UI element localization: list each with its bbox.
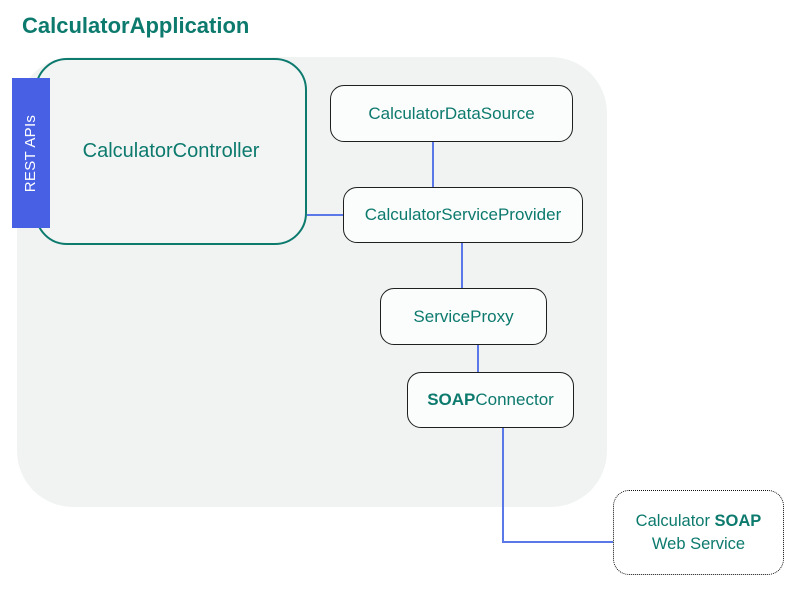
node-calculator-controller-label: CalculatorController xyxy=(82,140,260,162)
diagram-title: CalculatorApplication xyxy=(22,13,250,38)
node-calculator-service-provider: CalculatorServiceProvider xyxy=(343,187,583,243)
connector-soapconnector-webservice-vertical xyxy=(502,428,504,543)
node-service-proxy: ServiceProxy xyxy=(380,288,547,345)
node-soap-connector: SOAPConnector xyxy=(407,372,574,428)
node-soap-connector-label: SOAPConnector xyxy=(427,390,554,410)
node-calculator-datasource: CalculatorDataSource xyxy=(330,85,573,142)
web-service-label-line1-bold: SOAP xyxy=(714,511,762,530)
node-service-proxy-label: ServiceProxy xyxy=(413,306,514,326)
rest-apis-badge-label: REST APIs xyxy=(22,114,40,192)
node-calculator-soap-web-service: Calculator SOAP Web Service xyxy=(613,490,784,575)
rest-apis-badge: REST APIs xyxy=(12,78,50,228)
connector-datasource-provider xyxy=(432,142,434,187)
web-service-label-line1-regular: Calculator xyxy=(635,511,715,530)
connector-soapconnector-webservice-horizontal xyxy=(502,541,613,543)
connector-controller-provider xyxy=(307,214,343,216)
connector-provider-proxy xyxy=(461,243,463,288)
node-calculator-soap-web-service-label: Calculator SOAP Web Service xyxy=(636,510,762,556)
node-calculator-controller: CalculatorController xyxy=(35,58,307,245)
node-calculator-datasource-label: CalculatorDataSource xyxy=(368,103,535,123)
web-service-label-line2: Web Service xyxy=(651,534,746,553)
connector-proxy-soapconnector xyxy=(477,345,479,372)
node-calculator-service-provider-label: CalculatorServiceProvider xyxy=(364,205,562,224)
node-soap-connector-label-bold: SOAP xyxy=(427,390,476,409)
node-soap-connector-label-regular: Connector xyxy=(475,390,554,409)
